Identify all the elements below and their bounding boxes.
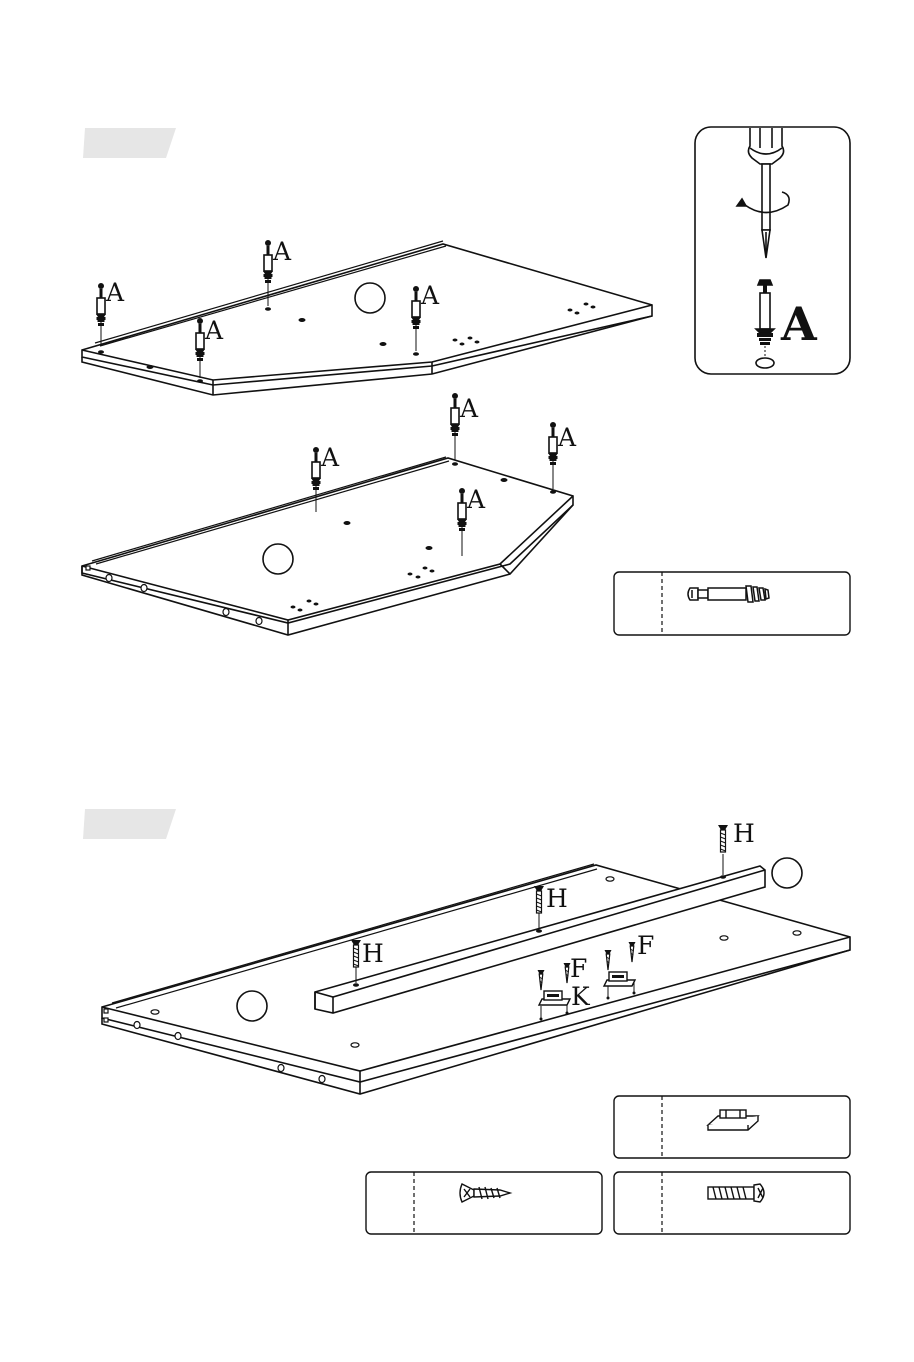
part-label-h: H — [546, 884, 568, 913]
cam-bolt-icon — [263, 240, 273, 283]
part-label-k: K — [571, 982, 591, 1011]
step-1: A A A A — [82, 127, 850, 635]
part-label-a: A — [272, 237, 292, 266]
part-label-h: H — [733, 819, 755, 848]
parts-box-wood-screw — [366, 1172, 602, 1234]
part-label-a: A — [204, 316, 224, 345]
part-label-a: A — [105, 278, 125, 307]
cam-bolt-icon — [96, 283, 106, 326]
step-1-top-panel — [82, 241, 652, 395]
cam-bolt-icon — [311, 447, 321, 490]
cam-bolt-icon — [450, 393, 460, 436]
part-label-f: F — [637, 931, 654, 960]
screwdriver-inset: A — [695, 127, 850, 374]
machine-screw-icon — [708, 1184, 764, 1202]
step-1-header-tab — [83, 128, 176, 158]
part-label-a: A — [459, 394, 479, 423]
parts-box-cam-bolt — [614, 572, 850, 635]
part-label-a: A — [466, 485, 486, 514]
part-label-a: A — [420, 281, 440, 310]
screw-h-icon — [718, 825, 728, 852]
step-2-header-tab — [83, 809, 176, 839]
part-label-h: H — [362, 939, 384, 968]
step-2: H H H F F K — [83, 809, 850, 1234]
parts-box-machine-screw — [614, 1172, 850, 1234]
part-label-a: A — [320, 443, 340, 472]
inset-part-label: A — [780, 297, 818, 351]
part-label-f: F — [570, 954, 587, 983]
cam-bolt-icon — [548, 422, 558, 465]
step-2-panel — [102, 854, 850, 1094]
part-label-a: A — [557, 423, 577, 452]
parts-box-connector-bracket — [614, 1096, 850, 1158]
